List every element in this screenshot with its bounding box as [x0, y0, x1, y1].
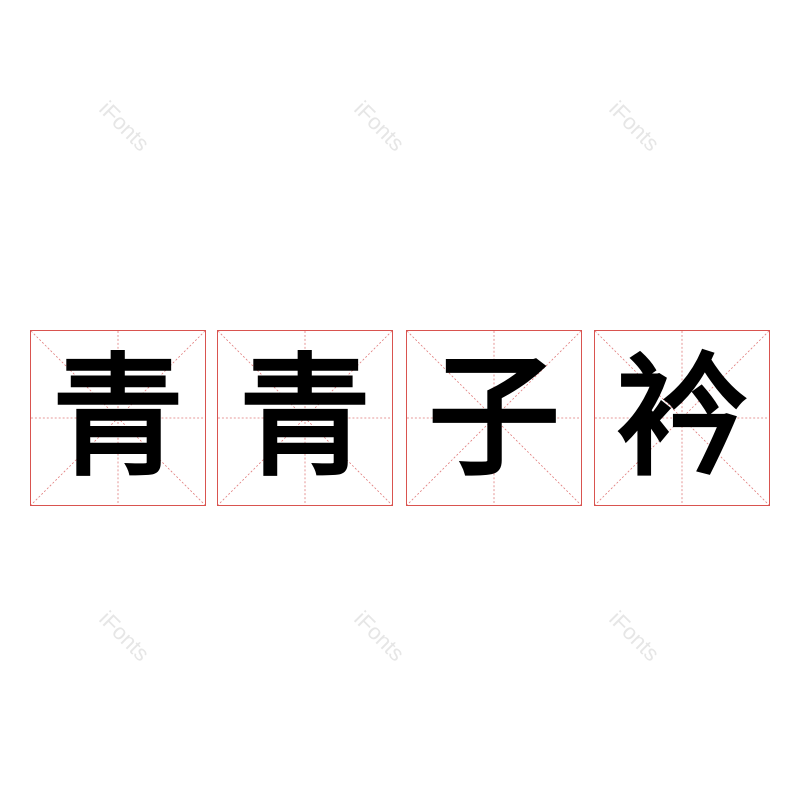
watermark: iFonts	[604, 606, 665, 667]
character-grid-2: 青	[217, 330, 393, 506]
grid-guides	[31, 331, 205, 505]
grid-guides	[218, 331, 392, 505]
watermark: iFonts	[94, 96, 155, 157]
watermark: iFonts	[349, 96, 410, 157]
grid-guides	[595, 331, 769, 505]
watermark: iFonts	[604, 96, 665, 157]
character: 青	[52, 341, 184, 495]
character-grid-1: 青	[30, 330, 206, 506]
character-grid-4: 衿	[594, 330, 770, 506]
character: 衿	[616, 341, 748, 495]
character-grid-3: 子	[406, 330, 582, 506]
grid-guides	[407, 331, 581, 505]
watermark: iFonts	[349, 606, 410, 667]
watermark: iFonts	[94, 606, 155, 667]
character: 子	[428, 341, 560, 495]
character: 青	[239, 341, 371, 495]
